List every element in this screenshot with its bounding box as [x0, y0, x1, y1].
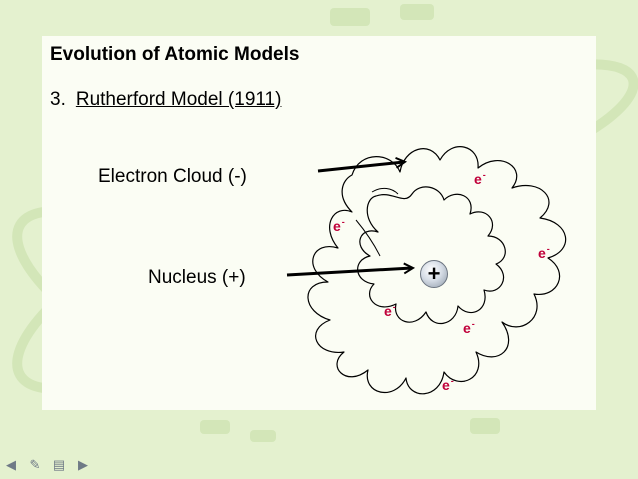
electron-cloud-inner [357, 186, 506, 324]
next-icon[interactable]: ▶ [78, 457, 88, 472]
pen-icon[interactable]: ✎ [29, 457, 41, 472]
nucleus-arrow [286, 268, 412, 277]
electron-label: e- [474, 170, 486, 187]
electron-cloud-label: Electron Cloud (-) [98, 166, 247, 187]
electron-label: e- [442, 376, 454, 393]
slideshow-nav: ◀ ✎ ▤ ▶ [2, 457, 92, 475]
electron-cloud-arrow [317, 162, 404, 173]
menu-icon[interactable]: ▤ [52, 457, 66, 472]
nucleus-label: Nucleus (+) [148, 267, 246, 288]
electron-cloud-outline [307, 146, 567, 395]
electron-label: e- [384, 302, 396, 319]
subtitle-number: 3. [50, 89, 66, 110]
prev-icon[interactable]: ◀ [6, 457, 16, 472]
nucleus-icon: + [420, 260, 448, 288]
slide-title: Evolution of Atomic Models [50, 44, 300, 65]
electron-label: e- [538, 244, 550, 261]
electron-label: e- [333, 217, 345, 234]
electron-label: e- [463, 319, 475, 336]
subtitle-text: Rutherford Model (1911) [75, 89, 282, 110]
slide-subtitle: 3. Rutherford Model (1911) [50, 89, 281, 111]
slide-panel [42, 36, 596, 410]
